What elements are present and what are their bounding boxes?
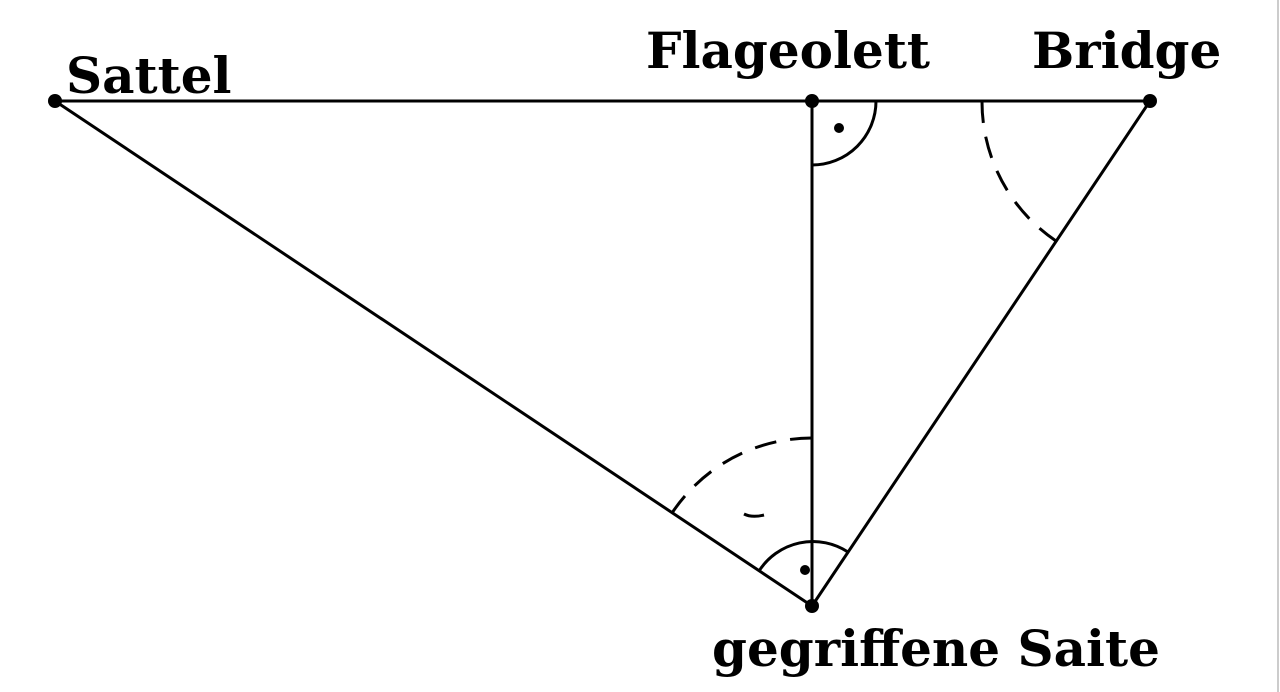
point-bridge	[1143, 94, 1157, 108]
label-sattel: Sattel	[66, 46, 232, 105]
angle-arc-bridge	[980, 100, 1057, 243]
point-fingered	[805, 599, 819, 613]
point-flageolett	[805, 94, 819, 108]
angle-tick-fingered	[743, 512, 765, 518]
right-angle-arc-top	[811, 100, 878, 167]
right-angle-arc-bottom	[757, 540, 849, 572]
edge-sattel-to-fingered	[54, 99, 813, 608]
angle-arc-fingered	[670, 436, 813, 514]
right-angle-dot-top	[834, 123, 844, 133]
point-sattel	[48, 94, 62, 108]
label-flageolett: Flageolett	[646, 21, 930, 80]
label-gegriffene-saite: gegriffene Saite	[712, 619, 1160, 678]
label-bridge: Bridge	[1032, 21, 1221, 80]
right-angle-dot-bottom	[800, 565, 810, 575]
edge-bridge-to-fingered	[810, 100, 1152, 607]
